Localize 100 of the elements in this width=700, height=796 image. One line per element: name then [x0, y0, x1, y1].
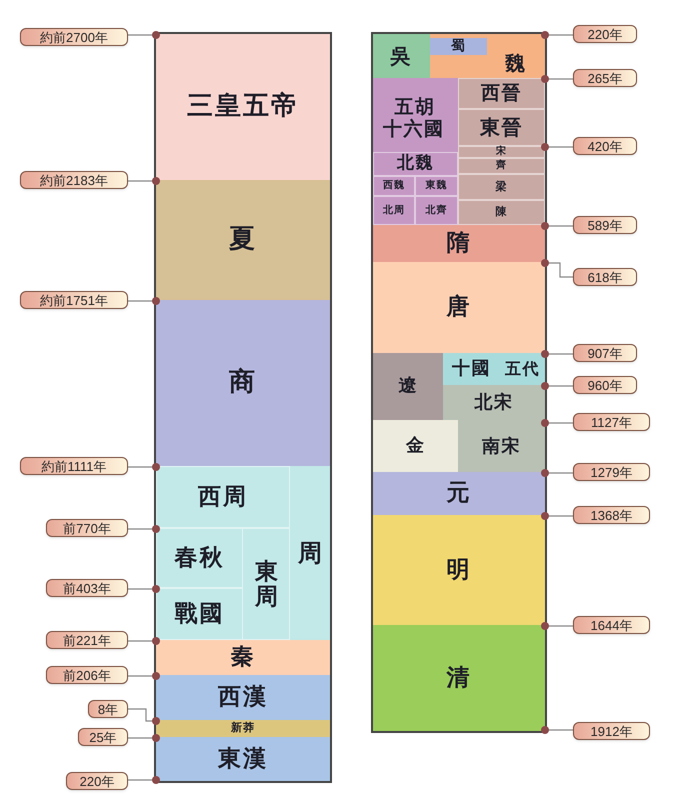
period-block: [373, 515, 545, 625]
period-block: [373, 152, 458, 176]
period-block: [443, 385, 545, 422]
period-block: [458, 174, 545, 200]
period-block: [458, 158, 545, 174]
year-tag: 265年: [573, 69, 637, 87]
period-block: [156, 34, 330, 180]
leader-line: [128, 297, 160, 305]
period-name: 隋: [446, 230, 472, 257]
leader-line: [541, 222, 573, 230]
period-block: [373, 625, 545, 731]
year-tag: 1644年: [573, 616, 650, 634]
leader-line: [541, 31, 573, 39]
period-name: 夏: [228, 225, 258, 255]
period-block: [156, 737, 330, 781]
leader-line: [128, 585, 160, 593]
leader-line: [541, 726, 573, 734]
period-block: [443, 353, 500, 385]
period-name: 清: [446, 664, 472, 692]
leader-line: [128, 525, 160, 533]
period-name: 東漢: [218, 746, 268, 772]
period-name: 西漢: [218, 684, 268, 711]
period-name: 秦: [230, 644, 256, 671]
leader-line: [541, 259, 573, 278]
period-name: 三皇五帝: [186, 92, 300, 122]
period-name: 新莽: [231, 722, 255, 735]
period-block: [156, 720, 330, 737]
period-name: 宋: [496, 146, 507, 158]
period-block: [415, 176, 458, 196]
period-block: [373, 34, 430, 78]
leader-line: [128, 776, 160, 784]
period-block: [430, 38, 487, 55]
leader-line: [541, 512, 573, 520]
leader-line: [541, 419, 573, 427]
period-block: [415, 196, 458, 225]
period-name: 北周: [383, 204, 405, 216]
period-block: [373, 196, 415, 225]
leader-line: [128, 31, 160, 39]
period-name: 戰國: [174, 600, 224, 628]
year-tag: 589年: [573, 216, 637, 234]
period-block: [156, 466, 290, 528]
period-block: [373, 353, 443, 420]
year-tag: 前206年: [46, 666, 128, 684]
year-tag: 前403年: [46, 579, 128, 597]
period-name: 東魏: [426, 180, 448, 192]
leader-line: [541, 622, 573, 630]
year-tag: 25年: [78, 728, 128, 746]
year-tag: 618年: [573, 268, 637, 286]
period-block: [156, 300, 330, 466]
leader-line: [128, 177, 160, 185]
year-tag: 907年: [573, 344, 637, 362]
year-tag: 1368年: [573, 506, 650, 524]
period-block: [156, 528, 290, 640]
leader-line: [128, 672, 160, 680]
year-tag: 420年: [573, 137, 637, 155]
year-tag: 約前2700年: [20, 28, 128, 46]
leader-line: [541, 469, 573, 477]
period-name: 西晉: [480, 82, 522, 104]
year-tag: 約前1111年: [20, 457, 128, 475]
leader-line: [541, 350, 573, 358]
leader-line: [541, 143, 573, 151]
year-tag: 960年: [573, 376, 637, 394]
period-name: 五胡十六國: [383, 97, 446, 141]
period-block: [373, 225, 545, 262]
period-name: 東晉: [480, 116, 524, 139]
period-name: 商: [228, 368, 258, 398]
period-block: [458, 146, 545, 158]
year-tag: 前770年: [46, 519, 128, 537]
year-tag: 8年: [88, 700, 128, 718]
period-block: [458, 422, 545, 472]
period-block: [156, 466, 330, 640]
period-block: [156, 640, 330, 675]
period-name: 陳: [496, 206, 508, 219]
period-block: [373, 176, 415, 196]
period-name: 東周: [255, 558, 278, 610]
period-block: [373, 262, 545, 353]
period-name: 明: [446, 556, 472, 584]
period-name: 蜀: [450, 38, 466, 55]
period-block: [458, 78, 545, 109]
period-name: 南宋: [482, 436, 521, 458]
period-name: 遼: [398, 376, 418, 397]
period-name: 唐: [446, 294, 472, 321]
period-block: [458, 109, 545, 146]
period-name: 金: [406, 436, 426, 456]
period-name: 西周: [198, 484, 248, 510]
leader-line: [128, 637, 160, 645]
period-name: 周: [298, 540, 322, 566]
period-name: 吳: [390, 44, 412, 68]
period-name: 春秋: [174, 544, 224, 572]
leader-line: [128, 734, 160, 742]
year-tag: 約前2183年: [20, 171, 128, 189]
period-block: [156, 675, 330, 720]
leader-line: [541, 382, 573, 390]
period-block: [373, 420, 458, 472]
period-name: 北魏: [397, 154, 434, 174]
year-tag: 220年: [573, 25, 637, 43]
year-tag: 約前1751年: [20, 291, 128, 309]
period-name: 元: [446, 480, 472, 507]
period-block: [156, 180, 330, 300]
year-tag: 1127年: [573, 413, 650, 431]
